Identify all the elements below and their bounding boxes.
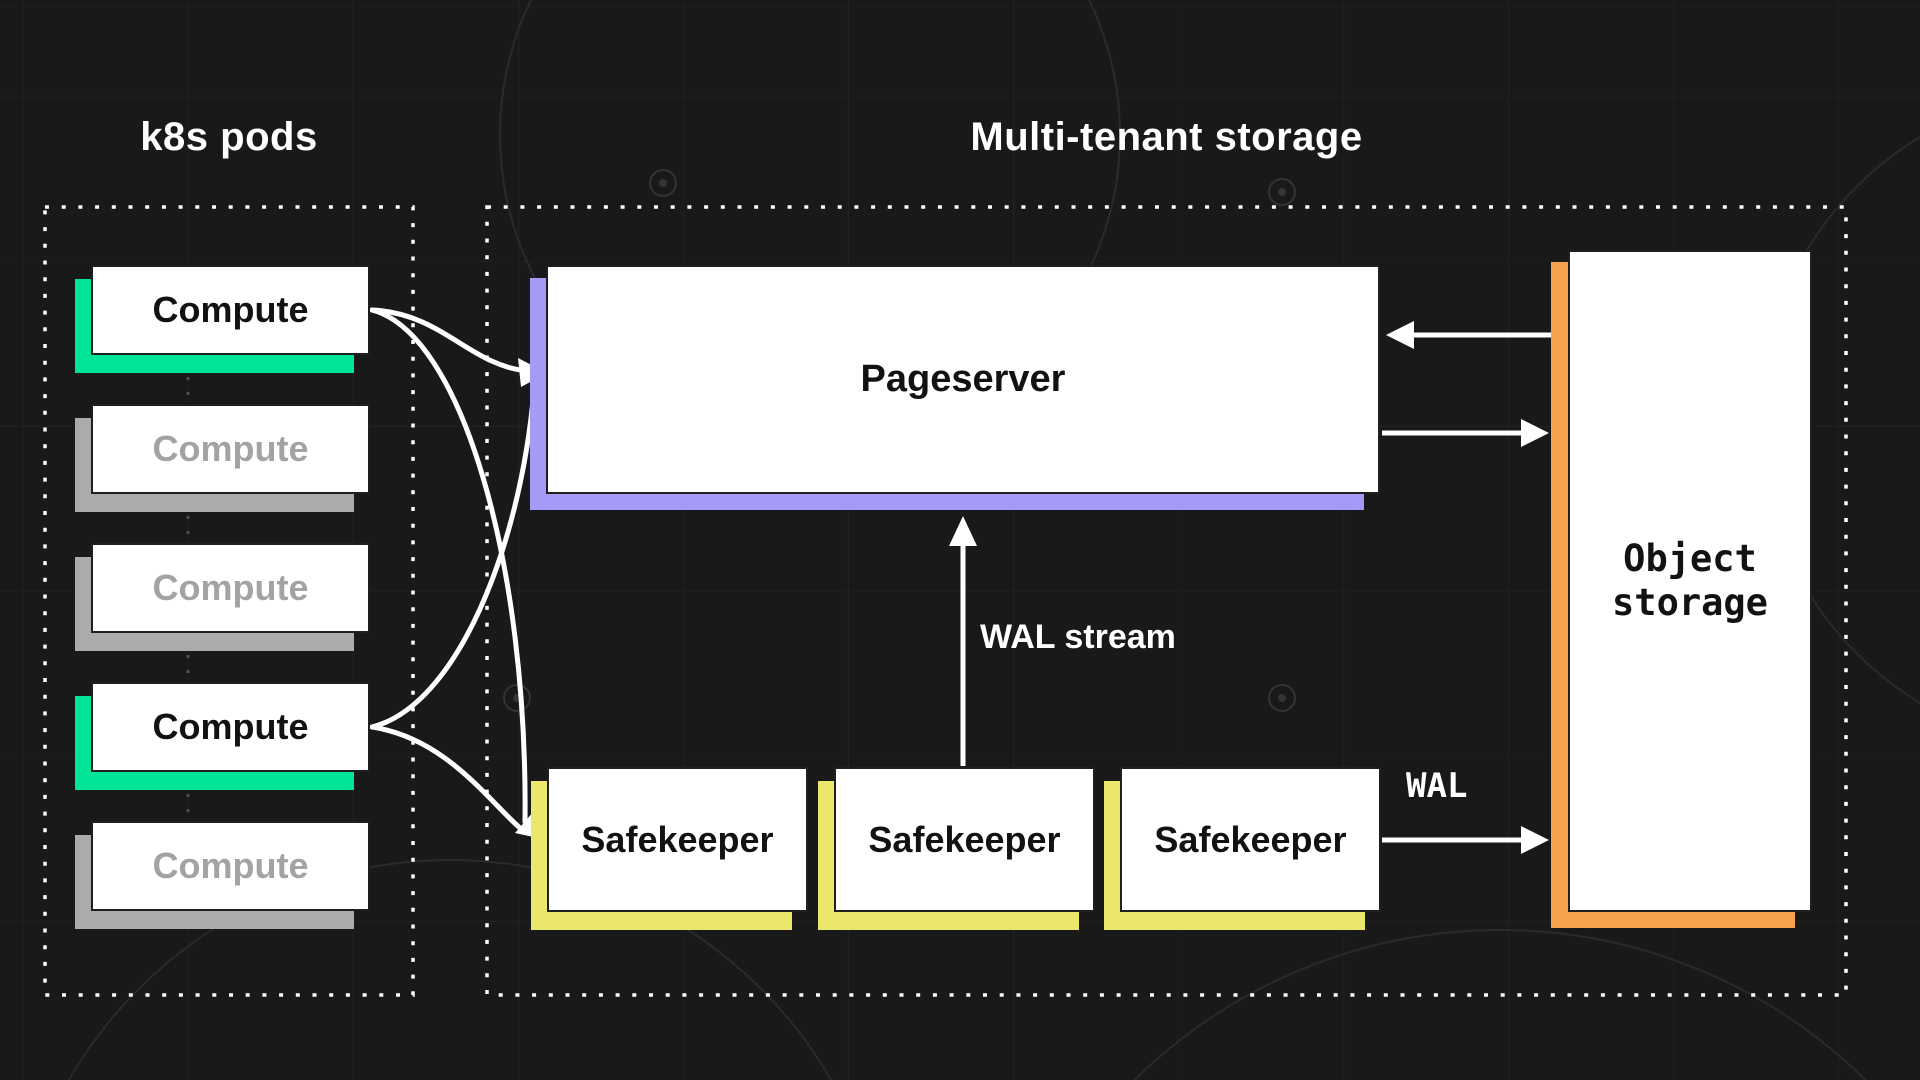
compute-label: Compute	[91, 821, 370, 911]
compute-pod: Compute	[75, 682, 370, 790]
pageserver-label: Pageserver	[546, 265, 1380, 494]
pageserver-box: Pageserver	[530, 265, 1380, 510]
safekeeper-label: Safekeeper	[547, 767, 808, 912]
object-storage-box: Object storage	[1551, 250, 1812, 928]
edge-compute4-safekeeper	[369, 724, 523, 831]
safekeeper-label: Safekeeper	[834, 767, 1095, 912]
compute-label: Compute	[91, 682, 370, 772]
multi-tenant-storage-title: Multi-tenant storage	[970, 114, 1363, 159]
safekeeper-box: Safekeeper	[531, 767, 808, 930]
wal-label: WAL	[1406, 766, 1468, 806]
edge-compute4-pageserver	[369, 387, 537, 730]
safekeeper-label: Safekeeper	[1120, 767, 1381, 912]
compute-pod: Compute	[75, 265, 370, 373]
compute-pod: Compute	[75, 404, 370, 512]
compute-pod: Compute	[75, 821, 370, 929]
compute-label: Compute	[91, 404, 370, 494]
safekeeper-box: Safekeeper	[1104, 767, 1381, 930]
compute-label: Compute	[91, 265, 370, 355]
safekeeper-box: Safekeeper	[818, 767, 1095, 930]
object-storage-label: Object storage	[1568, 250, 1812, 912]
edge-compute1-pageserver	[369, 307, 531, 374]
k8s-pods-title: k8s pods	[140, 114, 318, 159]
compute-pod: Compute	[75, 543, 370, 651]
compute-label: Compute	[91, 543, 370, 633]
edge-compute1-safekeeper	[369, 307, 528, 825]
wal-stream-label: WAL stream	[980, 618, 1176, 656]
compute-connections	[369, 307, 537, 831]
